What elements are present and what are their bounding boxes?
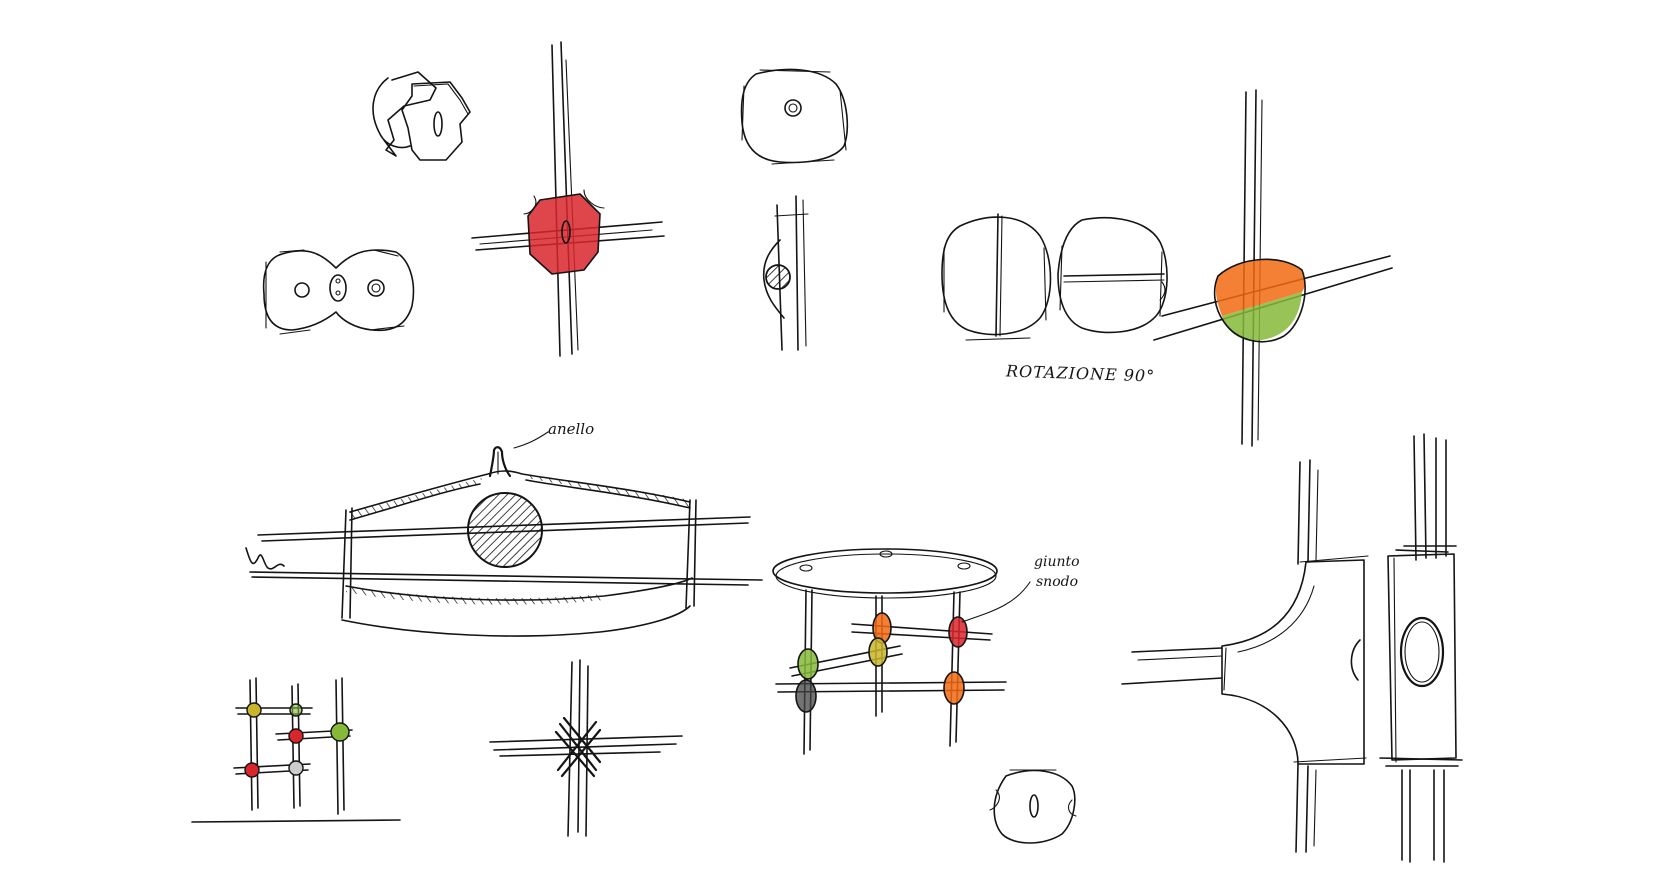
- joint-top-label: anello: [548, 420, 595, 438]
- sketch-stacked-discs: [372, 71, 471, 161]
- sketch-sleeve-joint: [245, 431, 763, 637]
- sketch-orange-green-node: [1153, 89, 1393, 447]
- sketch-red-node-cross: [471, 41, 665, 357]
- joint-side-label-line1: giunto: [1034, 554, 1080, 570]
- sketch-double-disc: [262, 249, 415, 335]
- sketch-rotation-discs: [941, 213, 1168, 341]
- sketch-t-junction: [1121, 459, 1369, 853]
- joint-side-label-line2: snodo: [1036, 574, 1079, 590]
- sketch-side-post: [762, 195, 809, 351]
- sketch-small-disc: [989, 769, 1077, 844]
- sketch-single-disc: [740, 68, 849, 165]
- sketch-tube-opening: [1379, 433, 1463, 863]
- sketch-table-joints: [772, 548, 1031, 755]
- sketch-dense-cross: [489, 659, 683, 837]
- sketch-h-frame: [191, 677, 401, 823]
